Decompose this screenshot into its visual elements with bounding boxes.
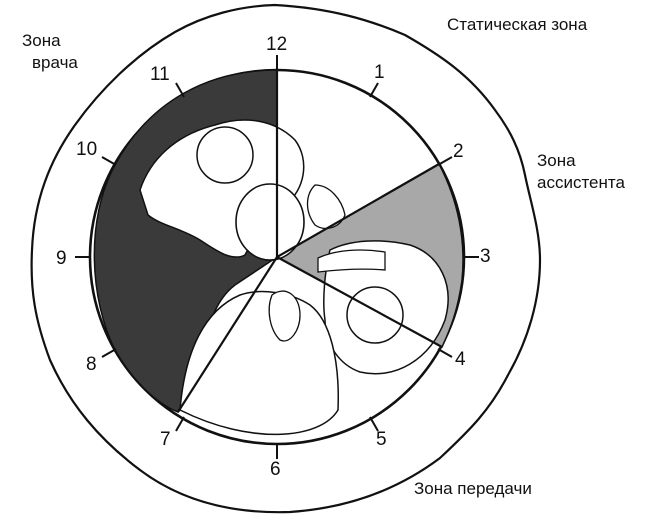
hour-number-11: 11 (150, 64, 170, 85)
assistant-zone-label: Зона ассистента (537, 150, 625, 194)
doctor-hand (268, 290, 301, 342)
doctor-zone-label-line2: врача (32, 53, 78, 72)
hour-number-2: 2 (453, 141, 464, 162)
hour-number-5: 5 (376, 429, 387, 450)
assistant-zone-label-line1: Зона (537, 151, 576, 170)
patient-head (235, 183, 305, 261)
doctor-zone-label: Зона врача (22, 30, 78, 74)
doctor-head (196, 126, 254, 184)
doctor-zone-label-line1: Зона (22, 31, 61, 50)
patient-body (179, 290, 339, 436)
transfer-zone-label: Зона передачи (414, 479, 532, 498)
hour-number-10: 10 (76, 139, 97, 160)
hour-number-12: 12 (266, 34, 287, 55)
hour-number-1: 1 (374, 62, 385, 83)
hour-number-8: 8 (86, 354, 97, 375)
assistant-head (346, 286, 404, 344)
assistant-hand (306, 184, 346, 229)
hour-number-7: 7 (160, 429, 171, 450)
line-to-2 (276, 163, 440, 258)
hour-number-9: 9 (56, 248, 67, 269)
line-to-7 (177, 256, 278, 413)
hour-number-3: 3 (480, 246, 491, 267)
hour-number-6: 6 (270, 459, 281, 480)
assistant-zone-label-line2: ассистента (537, 173, 625, 192)
static-zone-label: Статическая зона (447, 15, 588, 34)
assistant-arm (317, 249, 386, 273)
hour-ticks (75, 55, 479, 459)
outer-wavy-ring (30, 3, 542, 514)
line-to-4 (276, 256, 443, 348)
hour-number-4: 4 (455, 349, 466, 370)
